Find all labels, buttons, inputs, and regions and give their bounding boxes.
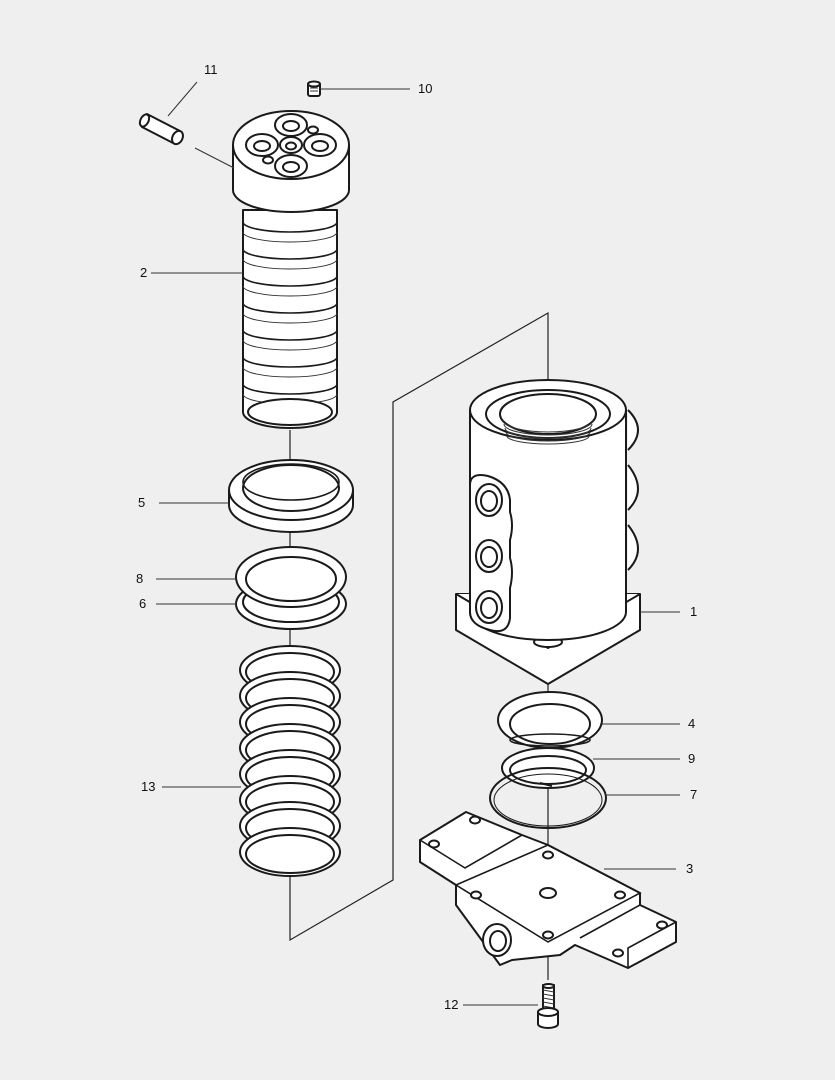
rotor-groove xyxy=(242,356,338,368)
body-thread xyxy=(502,419,594,433)
part-8-ring xyxy=(235,546,347,608)
callout-7: 7 xyxy=(690,787,697,802)
rotor-groove-edge xyxy=(242,285,338,297)
part-13-seal-stack xyxy=(239,645,341,877)
callout-9: 9 xyxy=(688,751,695,766)
body-thread xyxy=(503,423,593,436)
callout-1: 1 xyxy=(690,604,697,619)
rotor-groove-edge xyxy=(242,231,338,243)
rotor-groove xyxy=(242,383,338,395)
bolt-thread xyxy=(542,989,555,993)
body-thread xyxy=(505,431,591,442)
bolt-thread xyxy=(542,1001,555,1005)
callout-3: 3 xyxy=(686,861,693,876)
part-4-ring xyxy=(497,691,603,749)
callout-labels: 11 10 2 5 8 6 13 1 4 9 7 3 12 xyxy=(136,62,697,1012)
bolt-thread xyxy=(542,997,555,1001)
callout-8: 8 xyxy=(136,571,143,586)
part-3-cover-plate xyxy=(419,811,677,969)
rotor-groove xyxy=(242,302,338,314)
rotor-groove xyxy=(242,275,338,287)
part-12-bolt xyxy=(537,983,559,1029)
callout-11: 11 xyxy=(204,62,218,77)
callout-13: 13 xyxy=(141,779,155,794)
seal-ring xyxy=(239,827,341,877)
rotor-groove-edge xyxy=(242,258,338,270)
part-2-rotor xyxy=(232,110,350,429)
part-7-o-ring xyxy=(489,767,607,829)
rotor-groove-edge xyxy=(242,312,338,324)
body-thread xyxy=(504,427,592,439)
rotor-groove-edge xyxy=(242,366,338,378)
part-11-pin xyxy=(138,113,184,146)
callout-10: 10 xyxy=(418,81,432,96)
callout-12: 12 xyxy=(444,997,458,1012)
rotor-ports xyxy=(245,113,337,178)
part-10-set-screw xyxy=(307,80,321,97)
callout-6: 6 xyxy=(139,596,146,611)
leader-lines xyxy=(151,81,680,1006)
part-1-swivel-body xyxy=(455,379,641,685)
bolt-thread xyxy=(542,993,555,997)
callout-4: 4 xyxy=(688,716,695,731)
rotor-groove xyxy=(242,248,338,260)
callout-2: 2 xyxy=(140,265,147,280)
rotor-groove-edge xyxy=(242,339,338,351)
rotor-groove xyxy=(242,329,338,341)
body-thread xyxy=(506,435,590,445)
callout-5: 5 xyxy=(138,495,145,510)
rotor-groove xyxy=(242,221,338,233)
part-5-ring xyxy=(228,459,354,533)
